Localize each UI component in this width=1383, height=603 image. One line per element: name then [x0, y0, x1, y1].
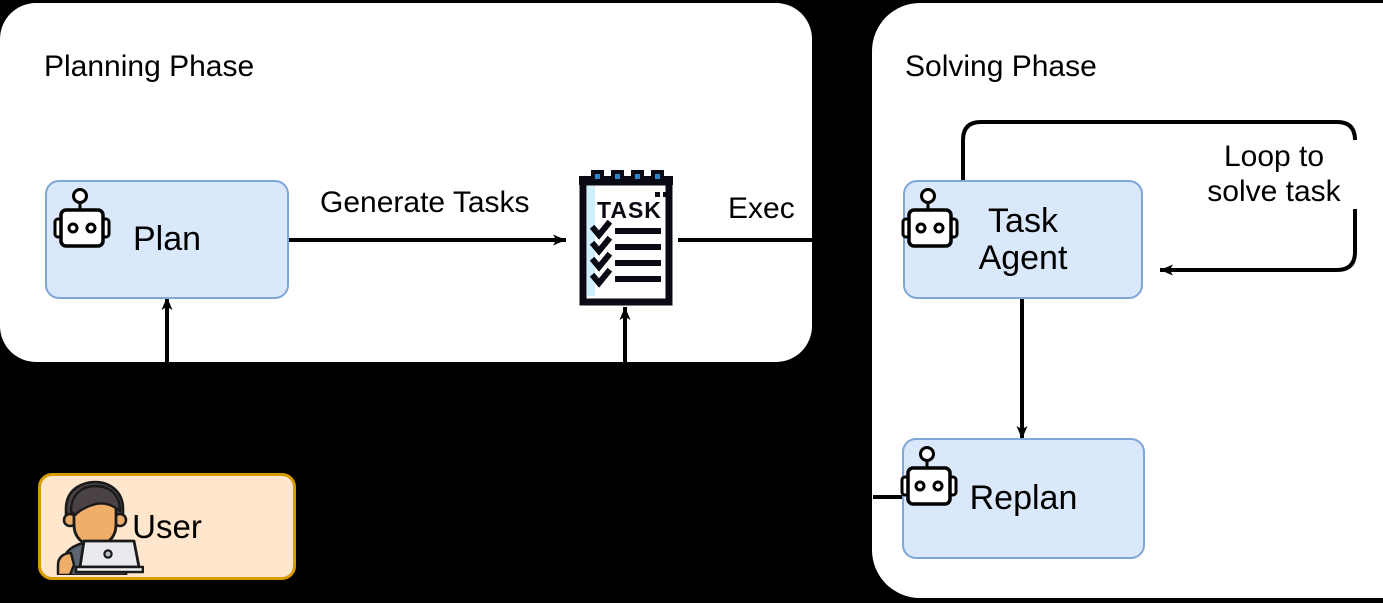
- solving-phase-title: Solving Phase: [905, 50, 1097, 83]
- node-user-label: User: [132, 507, 202, 545]
- node-user[interactable]: User: [38, 473, 296, 580]
- node-plan[interactable]: Plan: [45, 180, 289, 299]
- edge-label-exec: Exec: [723, 192, 800, 226]
- edge-label-loop-line2: solve task: [1207, 174, 1341, 208]
- node-task-agent-line1: Task: [988, 201, 1058, 240]
- node-task-agent-label: Task Agent: [978, 201, 1068, 277]
- planning-phase-title: Planning Phase: [44, 50, 255, 83]
- edge-label-generate-tasks: Generate Tasks: [316, 186, 534, 220]
- node-plan-label: Plan: [132, 220, 202, 259]
- node-task-agent-line2: Agent: [978, 238, 1068, 277]
- node-replan-label: Replan: [969, 479, 1078, 518]
- edge-label-loop-line1: Loop to: [1223, 140, 1325, 173]
- node-task-agent[interactable]: Task Agent: [903, 180, 1143, 299]
- node-replan[interactable]: Replan: [902, 438, 1145, 559]
- edge-loop-to-solve-task: [961, 120, 1357, 276]
- edge-label-loop-to-solve-task: Loop to solve task: [1185, 140, 1363, 209]
